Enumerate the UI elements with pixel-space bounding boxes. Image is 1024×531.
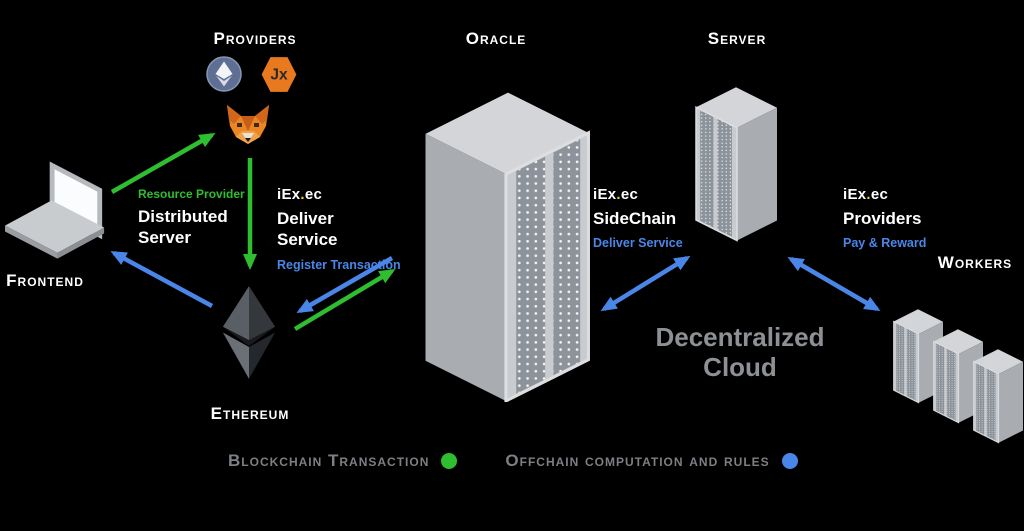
arrow-ethereum-to-frontend [110, 251, 214, 308]
ethereum-3d-icon [222, 286, 276, 379]
pay-reward-subtitle: Pay & Reward [843, 236, 927, 251]
legend-offchain-label: Offchain computation and rules [505, 451, 770, 470]
blue-dot-icon [781, 453, 798, 469]
iexec-logo: iEx.ec [277, 186, 323, 203]
deliver-service-title: Deliver Service [277, 209, 338, 250]
decentralized-cloud-caption: Decentralized Cloud [655, 322, 825, 382]
sidechain-annotation: iEx.ec SideChain Deliver Service [593, 186, 733, 250]
providers-annotation: iEx.ec Providers Pay & Reward [843, 186, 983, 250]
legend: Blockchain Transaction Offchain computat… [228, 451, 798, 471]
server-label: Server [707, 29, 767, 48]
arrow-ethereum-to-oracle [293, 268, 396, 331]
iexec-logo: iEx.ec [843, 186, 889, 203]
ethereum-icon [206, 56, 242, 92]
jx-hexagon-icon: Jx [261, 57, 297, 92]
arrow-frontend-to-metamask [110, 133, 216, 194]
distributed-server-title: Distributed Server [138, 207, 228, 248]
providers-label: Providers [213, 29, 297, 48]
metamask-fox-icon [227, 105, 269, 144]
iexec-logo: iEx.ec [593, 186, 639, 203]
frontend-label: Frontend [6, 271, 84, 290]
worker-rack-3-icon [973, 326, 1023, 460]
legend-item-offchain: Offchain computation and rules [505, 451, 798, 471]
green-dot-icon [441, 453, 458, 469]
register-transaction-subtitle: Register Transaction [277, 257, 401, 272]
legend-blockchain-label: Blockchain Transaction [228, 451, 430, 470]
sidechain-title: SideChain [593, 209, 677, 228]
arrow-oracle-server-bidirectional [600, 255, 691, 312]
laptop-icon [5, 161, 105, 259]
oracle-label: Oracle [465, 29, 527, 48]
workers-label: Workers [937, 253, 1013, 272]
jx-text: Jx [270, 67, 288, 84]
arrow-server-workers-bidirectional [787, 256, 881, 312]
oracle-server-rack-icon [424, 72, 592, 402]
resource-provider-tag: Resource Provider [138, 187, 245, 201]
deliver-service-annotation: iEx.ec Deliver Service Register Transact… [277, 186, 417, 272]
legend-item-blockchain: Blockchain Transaction [228, 451, 458, 471]
deliver-service-subtitle: Deliver Service [593, 236, 683, 251]
resource-provider-annotation: Resource Provider Distributed Server [138, 187, 278, 249]
providers-title: Providers [843, 209, 922, 228]
ethereum-label: Ethereum [210, 404, 290, 423]
